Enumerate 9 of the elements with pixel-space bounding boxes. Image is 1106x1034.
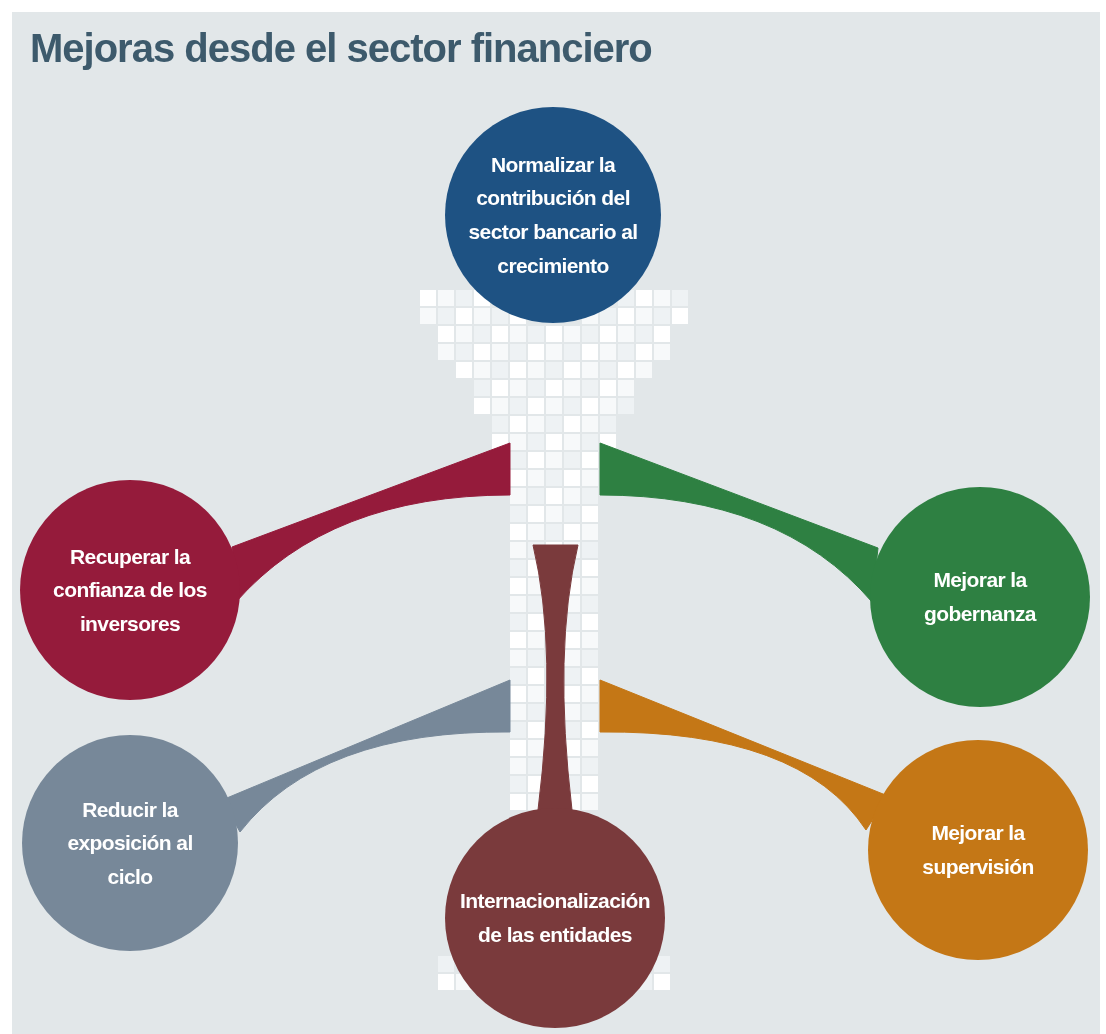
node-label: Internacionalización de las entidades (459, 888, 651, 948)
node-label: Mejorar la supervisión (921, 820, 1035, 880)
node-label: Recuperar la confianza de los inversores (52, 543, 208, 637)
tapered-connector (532, 544, 579, 811)
title: Mejoras desde el sector financiero (30, 26, 652, 71)
tapered-connector (599, 442, 879, 603)
node-label: Reducir la exposición al ciclo (66, 796, 194, 890)
node-label: Mejorar la gobernanza (923, 567, 1038, 627)
node-label: Normalizar la contribución del sector bancario al crecimiento (467, 151, 639, 279)
